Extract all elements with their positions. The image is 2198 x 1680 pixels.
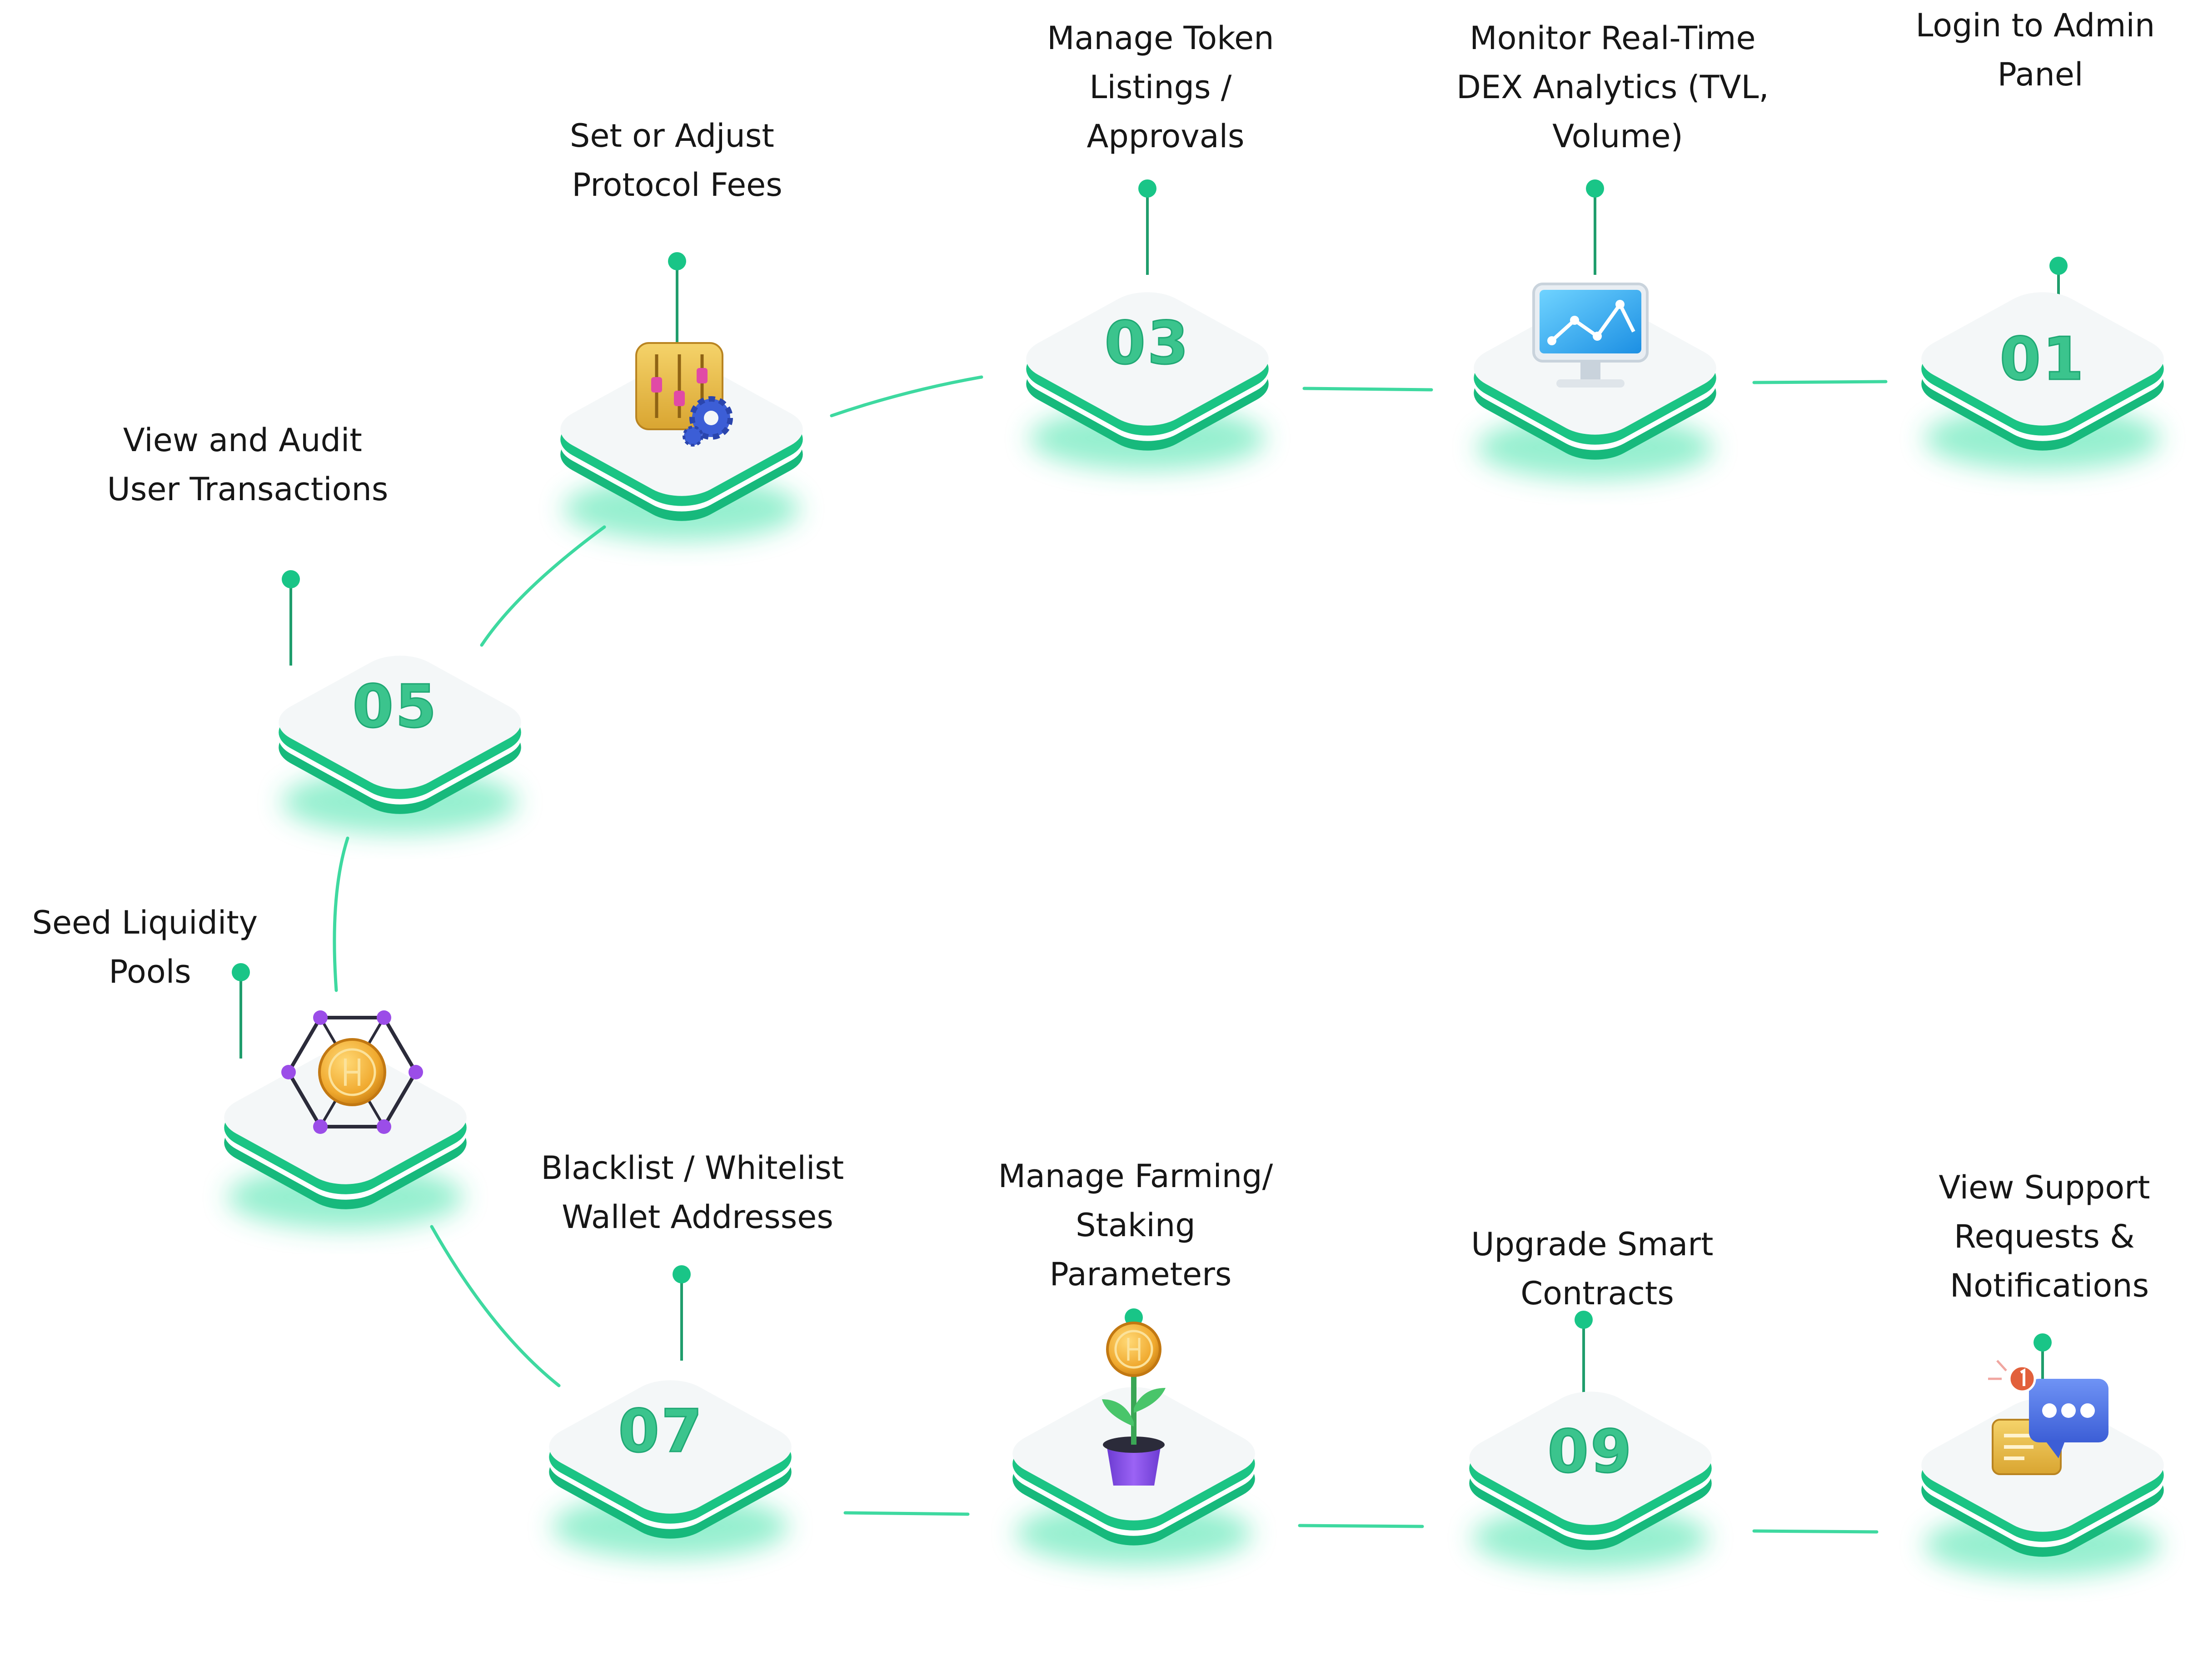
step-09-label-line-2: Contracts <box>1520 1275 1674 1312</box>
sliders-gear-icon <box>635 342 733 447</box>
step-07: 07 <box>549 1265 792 1558</box>
connector-03-04 <box>830 375 983 418</box>
step-08-label-line-2: Staking <box>1076 1207 1196 1244</box>
connector-01-02 <box>1752 380 1888 384</box>
step-08 <box>1012 1308 1255 1565</box>
step-03-label-line-2: Listings / <box>1089 69 1231 106</box>
step-06-label-line-2: Pools <box>109 953 191 990</box>
step-07-label-line-2: Wallet Addresses <box>562 1198 833 1236</box>
step-06 <box>224 963 467 1229</box>
step-06-label: Seed Liquidity Pools <box>32 904 268 990</box>
step-04-label-line-2: Protocol Fees <box>572 166 782 204</box>
step-01-number: 01 <box>2000 324 2086 393</box>
step-03: 03 <box>1026 179 1269 470</box>
step-02-label-line-1: Monitor Real-Time <box>1470 20 1755 57</box>
step-01-label: Login to Admin Panel <box>1916 7 2165 93</box>
step-05-pin <box>282 570 300 666</box>
step-02 <box>1474 179 1716 479</box>
step-09: 09 <box>1469 1311 1712 1570</box>
step-01-tile-top <box>1921 292 2164 426</box>
connector-07-08 <box>843 1511 970 1516</box>
step-10-label-line-2: Requests & <box>1954 1218 2135 1255</box>
step-07-label: Blacklist / Whitelist Wallet Addresses <box>541 1149 854 1236</box>
step-03-tile-top <box>1026 292 1269 426</box>
step-05-label-line-2: User Transactions <box>107 471 389 508</box>
step-02-label-line-3: Volume) <box>1552 118 1683 155</box>
coin-plant-pot-icon <box>1102 1322 1166 1486</box>
step-08-label-line-1: Manage Farming/ <box>998 1158 1273 1195</box>
step-05: 05 <box>279 570 521 834</box>
connector-09-10 <box>1752 1529 1879 1534</box>
step-08-label: Manage Farming/ Staking Parameters <box>998 1158 1283 1293</box>
step-10-label-line-3: Notifications <box>1950 1267 2149 1304</box>
step-03-number: 03 <box>1105 308 1191 378</box>
step-08-label-line-3: Parameters <box>1050 1256 1232 1293</box>
step-04-label: Set or Adjust Protocol Fees <box>570 117 784 204</box>
step-05-label-line-1: View and Audit <box>123 422 362 459</box>
step-07-number: 07 <box>618 1397 704 1466</box>
step-02-label: Monitor Real-Time DEX Analytics (TVL, Vo… <box>1456 20 1779 155</box>
step-01: 01 <box>1921 257 2164 470</box>
step-05-label: View and Audit User Transactions <box>107 422 389 508</box>
connector-06-07 <box>430 1225 561 1387</box>
step-05-tile-top <box>279 656 521 789</box>
step-06-label-line-1: Seed Liquidity <box>32 904 258 941</box>
step-09-pin <box>1575 1311 1593 1406</box>
step-07-pin <box>673 1265 691 1361</box>
step-03-label-line-3: Approvals <box>1087 118 1244 155</box>
connector-lines <box>333 375 1888 1534</box>
step-10 <box>1921 1333 2164 1576</box>
step-04 <box>560 252 803 541</box>
step-04-label-line-1: Set or Adjust <box>570 117 774 154</box>
chat-notification-icon <box>1988 1360 2108 1475</box>
step-04-pin <box>668 252 686 348</box>
step-03-label: Manage Token Listings / Approvals <box>1047 20 1284 155</box>
step-labels: Login to Admin Panel Monitor Real-Time D… <box>32 7 2165 1312</box>
step-09-tile-top <box>1469 1392 1712 1525</box>
connector-02-03 <box>1302 387 1433 392</box>
step-10-label-line-1: View Support <box>1939 1169 2150 1206</box>
step-09-label: Upgrade Smart Contracts <box>1471 1226 1724 1312</box>
step-03-label-line-1: Manage Token <box>1047 20 1274 57</box>
step-07-label-line-1: Blacklist / Whitelist <box>541 1149 844 1187</box>
step-05-number: 05 <box>353 672 439 741</box>
step-09-number: 09 <box>1548 1417 1634 1486</box>
step-02-label-line-2: DEX Analytics (TVL, <box>1456 69 1769 106</box>
step-06-tile-top <box>224 1051 467 1184</box>
step-09-label-line-1: Upgrade Smart <box>1471 1226 1713 1263</box>
step-07-tile-top <box>549 1380 792 1514</box>
step-01-label-line-1: Login to Admin <box>1916 7 2155 44</box>
step-10-label: View Support Requests & Notifications <box>1939 1169 2160 1304</box>
step-06-pin <box>232 963 250 1059</box>
liquidity-network-coin-icon <box>281 1010 423 1134</box>
step-01-label-line-2: Panel <box>1998 56 2083 93</box>
connector-04-05 <box>480 525 606 647</box>
step-02-pin <box>1586 179 1604 275</box>
step-03-pin <box>1138 179 1156 275</box>
connector-05-06 <box>333 836 349 992</box>
monitor-chart-icon <box>1532 283 1649 388</box>
